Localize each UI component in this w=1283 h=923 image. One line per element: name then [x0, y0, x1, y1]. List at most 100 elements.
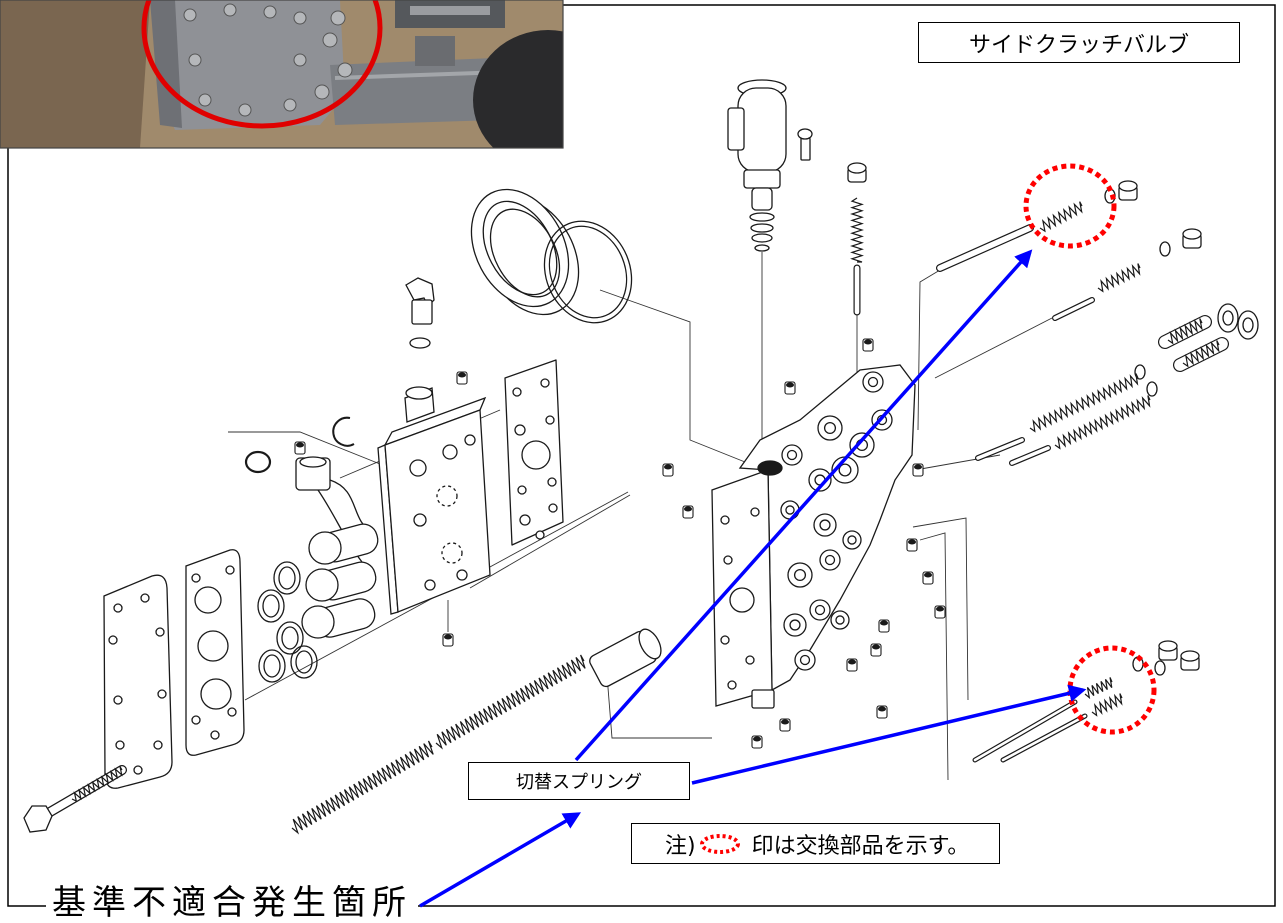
- gasket-hole: [140, 593, 150, 603]
- leader-line: [934, 317, 1053, 379]
- o-ring: [749, 212, 775, 222]
- seal-ring-inner: [262, 594, 280, 618]
- spring: [850, 197, 864, 263]
- machine-photo: [0, 0, 563, 148]
- seal-ring-inner: [263, 654, 281, 678]
- hex-plug-socket: [296, 442, 304, 448]
- photo-bolt: [183, 8, 197, 22]
- gasket-hole: [133, 765, 143, 775]
- hidden-port: [441, 542, 463, 564]
- hex-plug-socket: [878, 706, 886, 712]
- gasket-hole: [514, 424, 526, 436]
- gasket-hole: [153, 740, 163, 750]
- gasket-hole: [517, 485, 527, 495]
- solenoid-body: [737, 87, 787, 173]
- hex-plug-socket: [864, 339, 872, 345]
- spring: [1054, 395, 1151, 450]
- gasket-outer: [103, 574, 173, 789]
- plug-head: [1118, 180, 1138, 192]
- body-boss-bore: [793, 568, 807, 582]
- fitting-thread: [411, 299, 433, 325]
- hex-plug-socket: [914, 464, 922, 470]
- bolt-head: [23, 805, 53, 833]
- body-boss-bore: [847, 535, 857, 545]
- callout-text: 切替スプリング: [516, 772, 642, 793]
- gasket-hole: [227, 707, 237, 717]
- body-hole: [750, 507, 760, 517]
- spool-pin-body: [1053, 298, 1094, 320]
- valve-parts: [23, 79, 1259, 835]
- gasket-hole: [113, 603, 123, 613]
- port-boss-top: [405, 386, 433, 400]
- leader-line: [228, 431, 401, 473]
- spring: [1091, 693, 1123, 717]
- arrow-to-upper-spring: [574, 249, 1033, 762]
- port-hole: [442, 444, 458, 460]
- o-ring: [409, 337, 431, 349]
- arrow-from-location: [419, 812, 582, 908]
- hex-plug-socket: [936, 606, 944, 612]
- connector-top: [299, 456, 327, 468]
- photo-bolt: [223, 3, 237, 17]
- hex-plug-socket: [684, 506, 692, 512]
- body-hole: [723, 555, 733, 565]
- hex-plug-socket: [458, 372, 466, 378]
- note-text: 印は交換部品を示す。: [751, 833, 970, 859]
- leader-line: [599, 289, 746, 463]
- gasket-hole: [519, 514, 531, 526]
- solenoid-face: [301, 605, 335, 639]
- seal-ring: [276, 621, 304, 655]
- spring: [1167, 318, 1203, 345]
- body-boss-bore: [824, 554, 836, 566]
- spring: [1029, 373, 1139, 433]
- body-boss-bore: [789, 619, 801, 631]
- gasket-hole: [191, 573, 201, 583]
- arrow-to-lower-spring: [691, 684, 1087, 785]
- hex-nut-bore: [1242, 317, 1254, 333]
- photo-bolt: [283, 98, 297, 112]
- spring: [291, 740, 434, 835]
- body-hole: [745, 655, 755, 665]
- seal-ring-inner: [281, 626, 299, 650]
- body-boss-bore: [838, 463, 852, 477]
- photo-valve-housing: [150, 0, 345, 130]
- body-port: [729, 587, 755, 613]
- screw-head: [797, 128, 813, 140]
- gasket-hole: [225, 565, 235, 575]
- seal-ring-inner: [278, 566, 296, 590]
- o-ring: [751, 233, 773, 243]
- solenoid-connector: [727, 107, 745, 151]
- gasket-hole: [191, 715, 201, 725]
- spring: [1097, 263, 1141, 293]
- gasket-port: [194, 586, 222, 614]
- hex-plug-socket: [880, 620, 888, 626]
- hex-plug-socket: [753, 736, 761, 742]
- gasket-hole: [545, 415, 555, 425]
- spool-pin-body: [937, 225, 1033, 271]
- body-boss-bore: [835, 615, 845, 625]
- spool-pin-body: [973, 700, 1077, 762]
- o-ring: [1154, 660, 1166, 676]
- leader-line: [912, 517, 969, 701]
- body-boss-bore: [799, 654, 811, 666]
- photo-bolt: [322, 32, 338, 48]
- o-ring: [244, 450, 272, 474]
- snap-ring: [332, 416, 355, 447]
- o-ring: [750, 223, 774, 233]
- gasket-hole: [113, 695, 123, 705]
- seal-ring-inner: [295, 650, 313, 674]
- screw-shaft: [800, 137, 811, 161]
- gasket-hole: [210, 730, 220, 740]
- dotted-circle-shape: [699, 833, 740, 854]
- port-hole: [464, 434, 476, 446]
- photo-bolt: [293, 53, 307, 67]
- hidden-port: [436, 485, 458, 507]
- spring: [1182, 340, 1220, 368]
- gasket-hole: [540, 378, 550, 388]
- body-boss-bore: [814, 604, 826, 616]
- gasket-hole: [155, 627, 165, 637]
- o-ring: [1159, 241, 1171, 257]
- gasket-hole: [512, 387, 522, 397]
- port-hole: [413, 513, 427, 527]
- gasket-hole: [535, 530, 545, 540]
